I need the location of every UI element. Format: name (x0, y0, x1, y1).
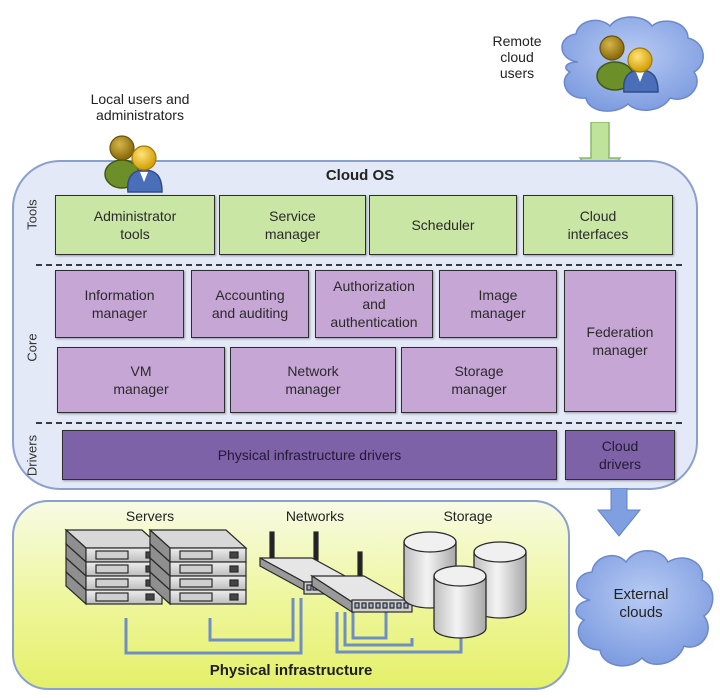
core-information-manager: Information manager (55, 270, 184, 338)
remote-users-label-line: cloud (500, 49, 534, 65)
box-text: Accounting (215, 287, 285, 303)
tool-service-manager: Service manager (219, 195, 366, 255)
arrow-down-external-icon (596, 488, 642, 537)
box-text: Cloud (579, 208, 617, 224)
box-text: Scheduler (411, 217, 475, 233)
tool-scheduler: Scheduler (369, 195, 517, 255)
layer-label-tools: Tools (24, 199, 40, 230)
box-text: VM (130, 363, 152, 379)
box-text: manager (285, 381, 341, 397)
remote-users-label-line: users (499, 65, 535, 81)
box-text: interfaces (567, 226, 629, 242)
layer-divider (36, 264, 682, 266)
external-clouds-label: External clouds (596, 586, 686, 622)
external-clouds-label-line: clouds (619, 604, 663, 621)
box-text: Physical infrastructure drivers (217, 447, 402, 463)
external-clouds-label-line: External (613, 586, 669, 603)
box-text: Image (478, 287, 518, 303)
local-users-label-line: administrators (96, 107, 184, 123)
box-text: Network (287, 363, 339, 379)
layer-label-core: Core (24, 333, 40, 362)
networks-label: Networks (285, 508, 345, 524)
servers-label: Servers (125, 508, 175, 524)
local-users-label-line: Local users and (90, 91, 190, 107)
external-cloud-icon (575, 550, 714, 667)
box-text: tools (120, 226, 150, 242)
layer-label-drivers: Drivers (24, 434, 40, 477)
box-text: and auditing (211, 305, 289, 321)
core-federation-manager: Federation manager (564, 270, 676, 412)
box-text: and (362, 296, 386, 312)
remote-cloud-icon (561, 16, 704, 112)
box-text: manager (451, 381, 507, 397)
core-network-manager: Network manager (230, 347, 396, 413)
cloud-os-title: Cloud OS (325, 167, 395, 184)
core-image-manager: Image manager (439, 270, 557, 338)
core-storage-manager: Storage manager (401, 347, 557, 413)
box-text: manager (264, 226, 321, 242)
tool-administrator-tools: Administrator tools (55, 195, 215, 255)
local-users-label: Local users and administrators (80, 91, 200, 123)
box-text: manager (113, 381, 169, 397)
tool-cloud-interfaces: Cloud interfaces (523, 195, 673, 255)
box-text: authentication (330, 314, 418, 330)
box-text: drivers (598, 456, 641, 472)
box-text: Storage (454, 363, 504, 379)
box-text: Cloud (601, 438, 639, 454)
storage-disk-icon (433, 565, 487, 639)
storage-disk-icon (473, 541, 527, 619)
storage-label: Storage (443, 508, 493, 524)
box-text: Administrator (93, 208, 177, 224)
server-stack-icon (64, 528, 164, 606)
local-users-icon (104, 135, 163, 193)
core-authorization-authentication: Authorization and authentication (315, 270, 433, 338)
core-vm-manager: VM manager (57, 347, 225, 413)
remote-users-label-line: Remote (492, 33, 542, 49)
box-text: manager (592, 342, 648, 358)
driver-physical-infrastructure: Physical infrastructure drivers (62, 430, 557, 480)
box-text: manager (91, 305, 148, 321)
box-text: Federation (586, 324, 654, 340)
box-text: Information (84, 287, 155, 303)
box-text: Service (269, 208, 316, 224)
physical-infrastructure-title: Physical infrastructure (209, 662, 373, 679)
physical-infrastructure-graphics (64, 528, 527, 655)
box-text: manager (470, 305, 526, 321)
switch-icon (309, 551, 413, 614)
core-accounting-auditing: Accounting and auditing (191, 270, 309, 338)
layer-divider (36, 422, 682, 424)
box-text: Authorization (333, 278, 415, 294)
server-stack-icon (148, 528, 248, 606)
driver-cloud: Cloud drivers (565, 430, 675, 480)
remote-users-label: Remote cloud users (482, 33, 552, 81)
